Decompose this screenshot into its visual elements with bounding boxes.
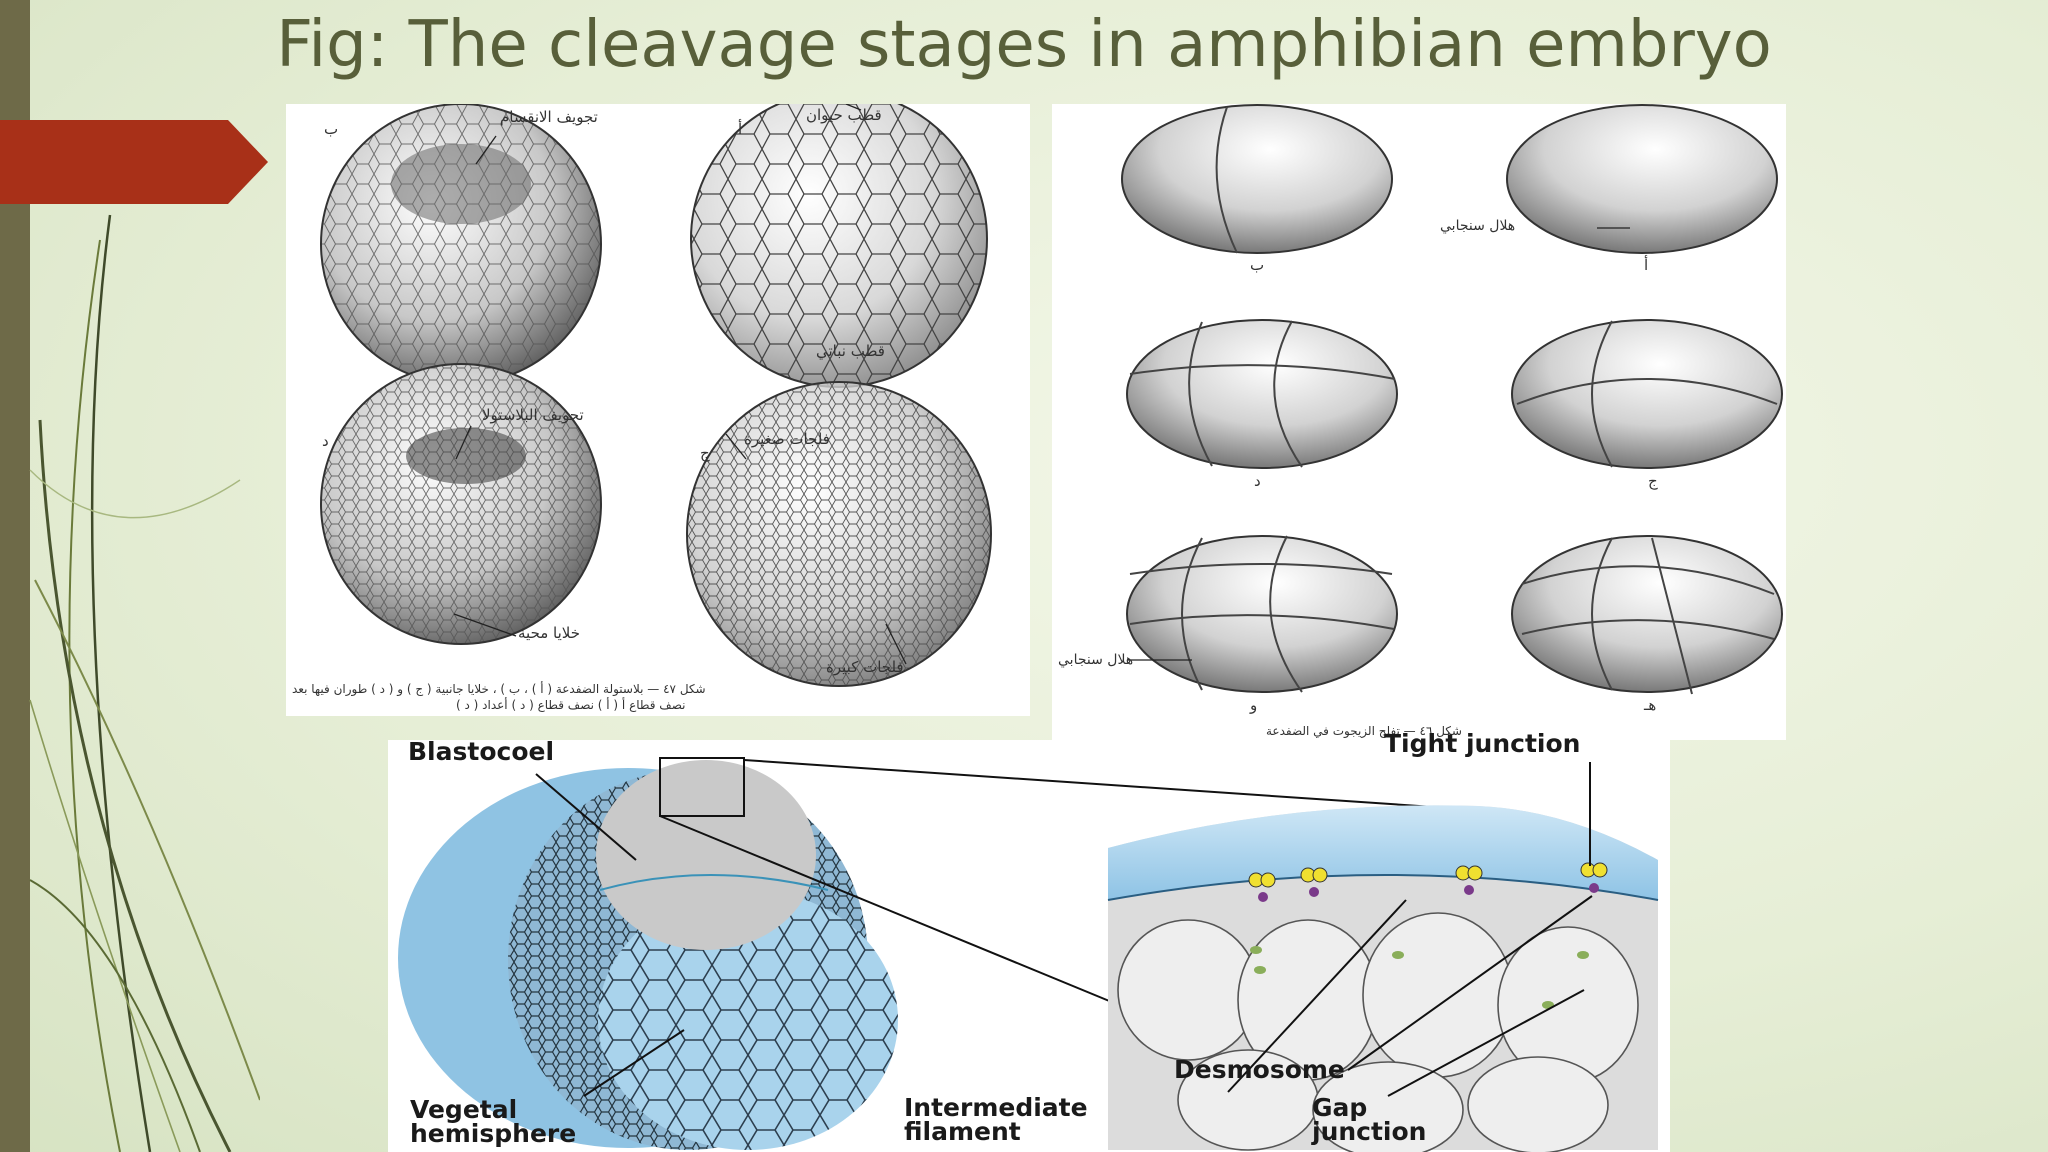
- cleavage-stage-f-drawing: [1126, 535, 1398, 693]
- cleavage-label-stage-a: أ: [1644, 256, 1649, 274]
- embryo-sphere-drawing: [398, 757, 898, 1150]
- label-small-cells: فلجات صغيرة: [744, 430, 830, 448]
- cleavage-label-furrow-1: هلال سنجابي: [1440, 218, 1516, 234]
- label-large-cells: فلجات كبيرة: [826, 658, 904, 676]
- decorative-vines: [29, 214, 260, 1152]
- label-blastocoel-ar: تجويف البلاستولا: [482, 406, 584, 424]
- blastula-caption-line1: شكل ٤٧ — بلاستولة الضفدعة ( أ ) ، ب ) ، …: [292, 682, 706, 696]
- label-tight-junction: Tight junction: [1384, 729, 1581, 758]
- blastula-stage-a-drawing: [690, 104, 988, 388]
- label-intermediate-filament: Intermediate filament: [904, 1093, 1088, 1146]
- label-gap-junction: Gap junction: [1312, 1093, 1427, 1146]
- cleavage-label-stage-c: ج: [1648, 472, 1658, 490]
- accent-arrow-shape: [0, 120, 268, 204]
- label-vegetal-pole: قطب نباتي: [816, 342, 885, 360]
- blastula-stage-d-drawing: [320, 363, 602, 645]
- cleavage-stage-e-drawing: [1511, 535, 1783, 695]
- label-stage-d: د: [322, 432, 329, 450]
- label-stage-b: ب: [324, 120, 339, 138]
- label-vegetal-hemisphere: Vegetal hemisphere: [410, 1095, 577, 1148]
- cleavage-stage-a-drawing: [1506, 104, 1778, 254]
- cleavage-label-stage-b: ب: [1250, 256, 1265, 274]
- label-desmosome: Desmosome: [1174, 1055, 1345, 1084]
- cleavage-stage-d-drawing: [1126, 319, 1398, 469]
- slide-title: Fig: The cleavage stages in amphibian em…: [276, 8, 1772, 82]
- label-animal-pole: قطب حيوان: [806, 106, 882, 124]
- label-stage-c: ج: [700, 444, 710, 462]
- label-stage-a: أ: [738, 120, 743, 138]
- cleavage-label-stage-e: هـ: [1644, 696, 1657, 714]
- label-yolk-cells: خلايا محية: [518, 624, 581, 642]
- blastula-figure: ب أ تجويف الانقسام قطب حيوان قطب نباتي ت…: [286, 104, 1030, 716]
- cleavage-caption: شكل ٤٦ — تفلج الزيجوت في الضفدعة: [1266, 724, 1462, 738]
- cleavage-stages-figure: ب أ هلال سنجابي د ج هلال سنجابي و هـ شكل…: [1052, 104, 1786, 740]
- blastula-stage-b-drawing: [320, 104, 602, 385]
- cleavage-stage-c-drawing: [1511, 319, 1783, 469]
- cell-junction-figure: Blastocoel Tight junction Desmosome Vege…: [388, 731, 1670, 1152]
- cleavage-stage-b-drawing: [1121, 104, 1393, 254]
- cell-junction-detail-drawing: [1107, 805, 1659, 1152]
- cleavage-label-furrow-2: هلال سنجابي: [1058, 652, 1134, 668]
- blastula-caption-line2: ( د ) نصف قطاع أ ( أ ) نصف قطاع ( د ) أع…: [456, 698, 686, 712]
- cleavage-label-stage-f: و: [1250, 696, 1258, 714]
- cleavage-label-stage-d: د: [1254, 472, 1261, 490]
- label-segmentation-cavity: تجويف الانقسام: [500, 108, 598, 126]
- blastula-stage-c-drawing: [686, 381, 992, 687]
- label-blastocoel: Blastocoel: [408, 737, 555, 766]
